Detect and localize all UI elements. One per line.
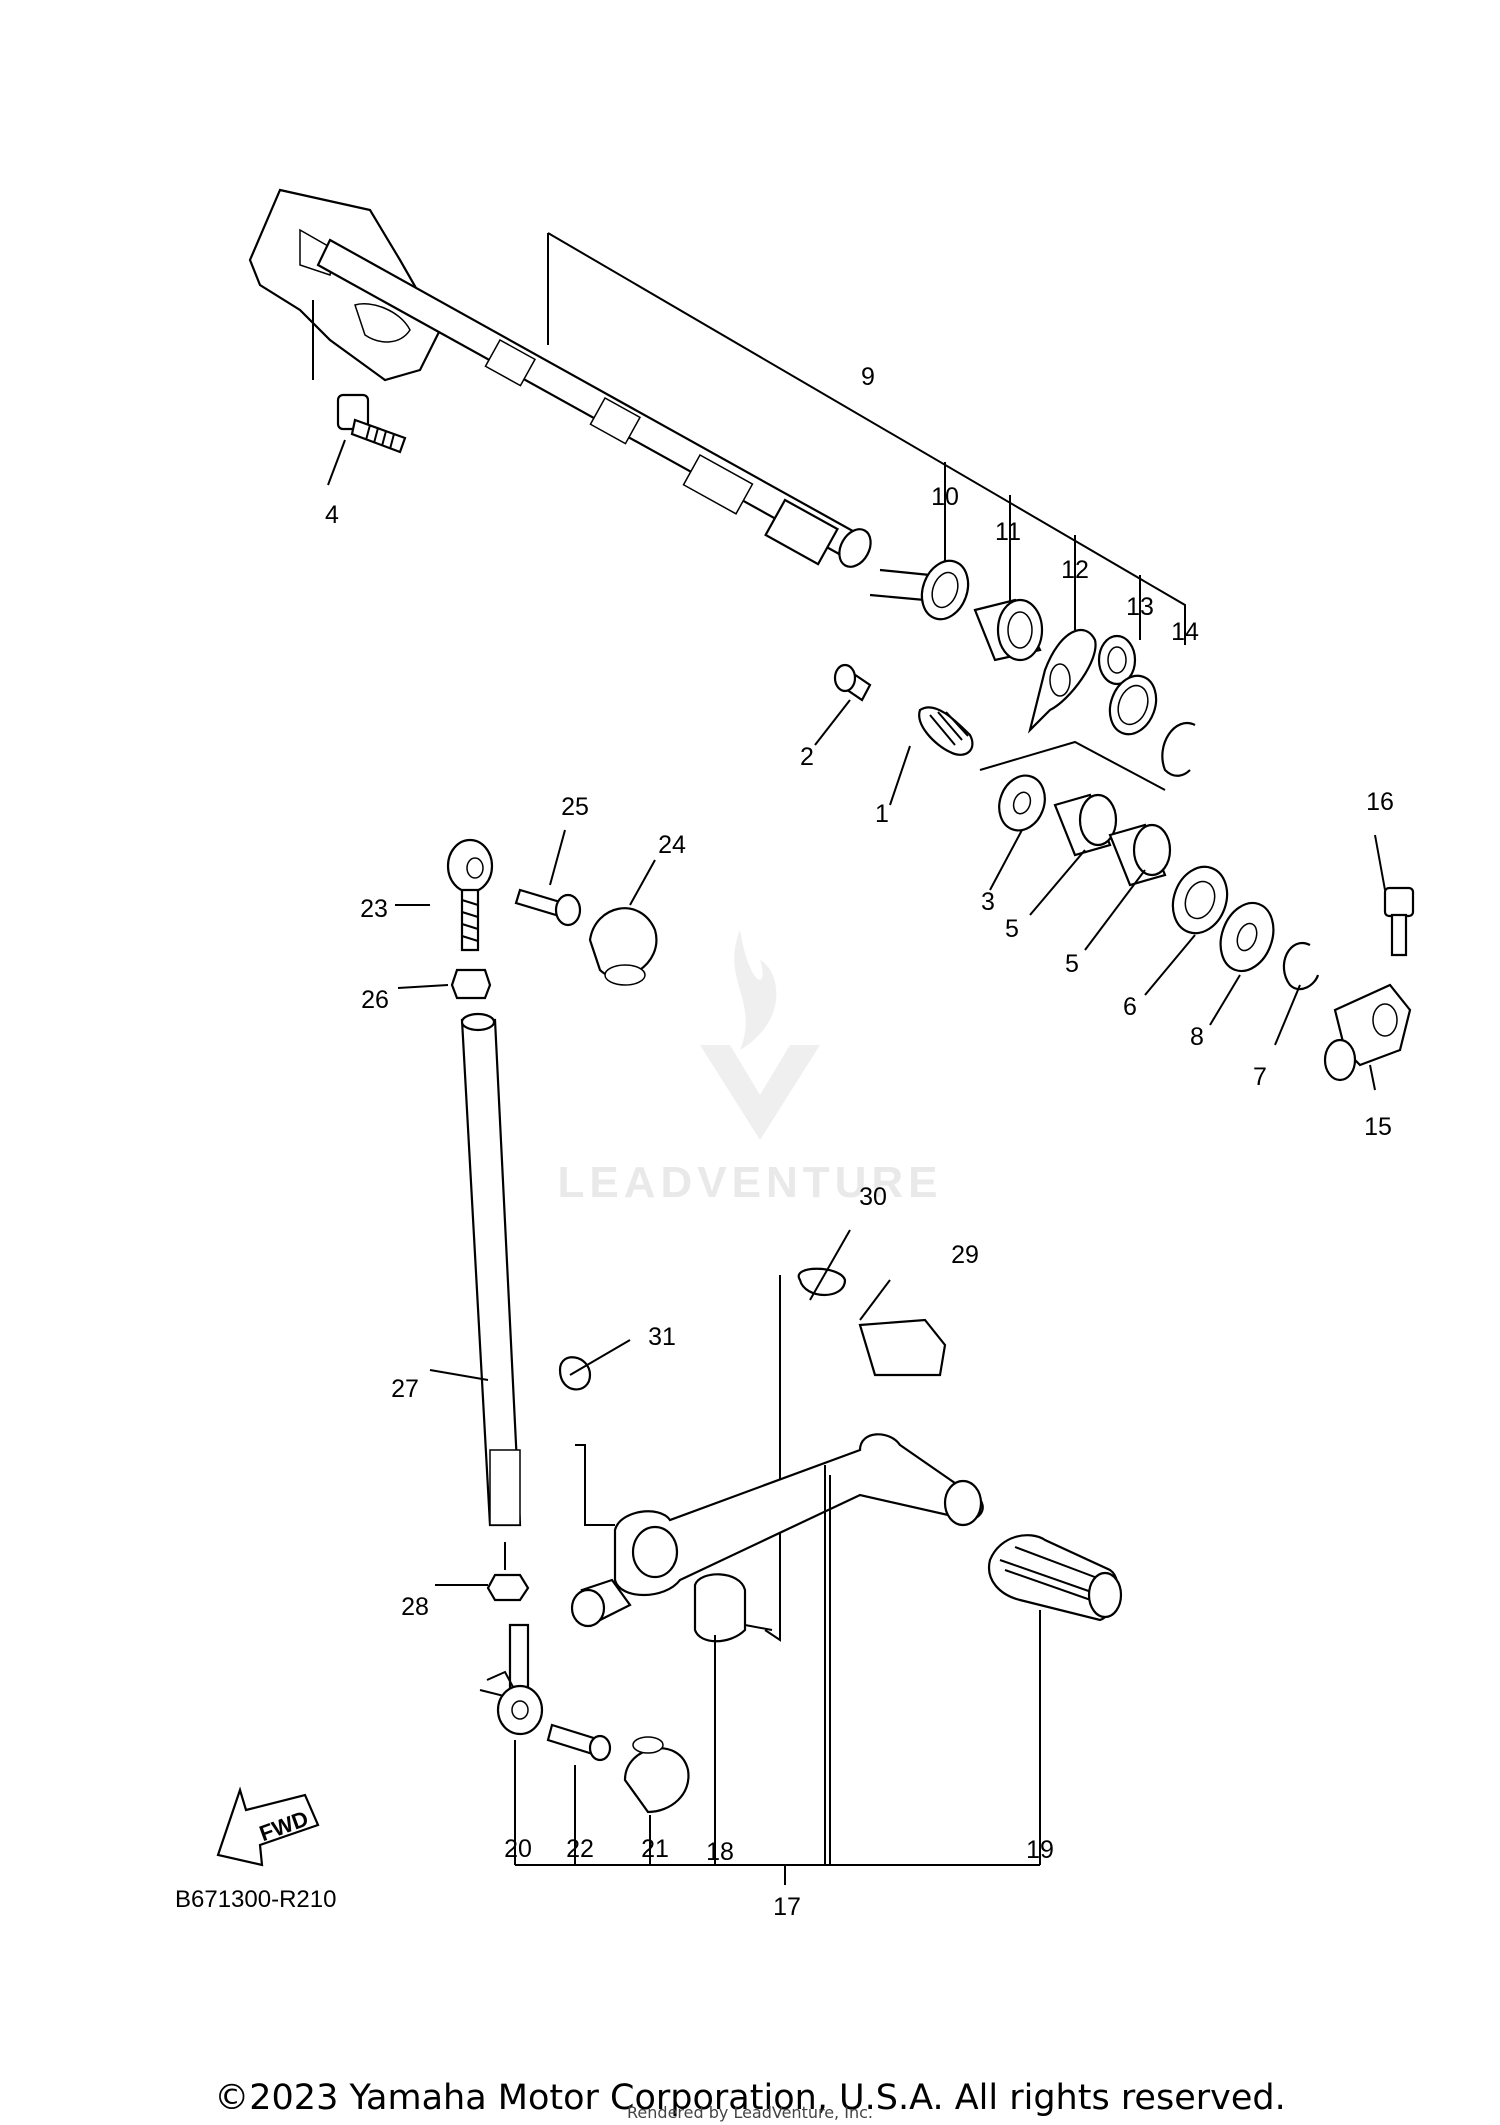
fwd-arrow-icon: FWD — [216, 1786, 320, 1867]
rendered-by-notice: Rendered by LeadVenture, Inc. — [627, 2103, 873, 2122]
part-number-11: 11 — [995, 518, 1021, 546]
part-number-23: 23 — [360, 895, 388, 923]
part-number-5a: 5 — [1005, 915, 1019, 943]
part-number-16: 16 — [1366, 788, 1394, 816]
part-number-12: 12 — [1061, 556, 1089, 584]
part-number-29: 29 — [951, 1241, 979, 1269]
part-number-9: 9 — [861, 363, 875, 391]
bearings-washers — [998, 774, 1415, 1082]
callout-lines — [327, 439, 1386, 1885]
part-number-8: 8 — [1190, 1023, 1204, 1051]
part-labels: 9 10 11 12 13 14 2 1 4 16 25 24 23 26 3 … — [175, 363, 1394, 1921]
part-number-19: 19 — [1026, 1836, 1054, 1864]
leadventure-watermark: LEADVENTURE — [557, 930, 942, 1207]
part-number-18: 18 — [706, 1838, 734, 1866]
bolt-4 — [312, 300, 407, 454]
part-number-31: 31 — [648, 1323, 676, 1351]
part-number-26: 26 — [361, 986, 389, 1014]
part-number-2: 2 — [800, 743, 814, 771]
part-number-20: 20 — [504, 1835, 532, 1863]
part-number-6: 6 — [1123, 993, 1137, 1021]
part-number-21: 21 — [641, 1835, 669, 1863]
part-number-3: 3 — [981, 888, 995, 916]
part-number-15: 15 — [1364, 1113, 1392, 1141]
lower-rod-end — [479, 1542, 690, 1814]
part-number-14: 14 — [1171, 618, 1199, 646]
part-number-7: 7 — [1253, 1063, 1267, 1091]
part-number-13: 13 — [1126, 593, 1154, 621]
part-number-22: 22 — [566, 1835, 594, 1863]
copyright-notice: ©2023 Yamaha Motor Corporation, U.S.A. A… — [214, 2078, 1286, 2118]
watermark-text: LEADVENTURE — [557, 1158, 942, 1207]
part-number-27: 27 — [391, 1375, 419, 1403]
part-number-17: 17 — [773, 1893, 801, 1921]
upper-rod-end — [446, 838, 658, 1000]
part-number-1: 1 — [875, 800, 889, 828]
shift-shaft-assembly — [248, 188, 1196, 791]
part-number-28: 28 — [401, 1593, 429, 1621]
part-number-4: 4 — [325, 501, 339, 529]
part-number-25: 25 — [561, 793, 589, 821]
shift-pedal-assembly — [558, 1267, 1123, 1643]
part-number-30: 30 — [859, 1183, 887, 1211]
part-number-24: 24 — [658, 831, 686, 859]
part-number-10: 10 — [931, 483, 959, 511]
shift-rod-27 — [460, 1012, 522, 1527]
figure-code: B671300-R210 — [175, 1886, 336, 1913]
part-number-5b: 5 — [1065, 950, 1079, 978]
